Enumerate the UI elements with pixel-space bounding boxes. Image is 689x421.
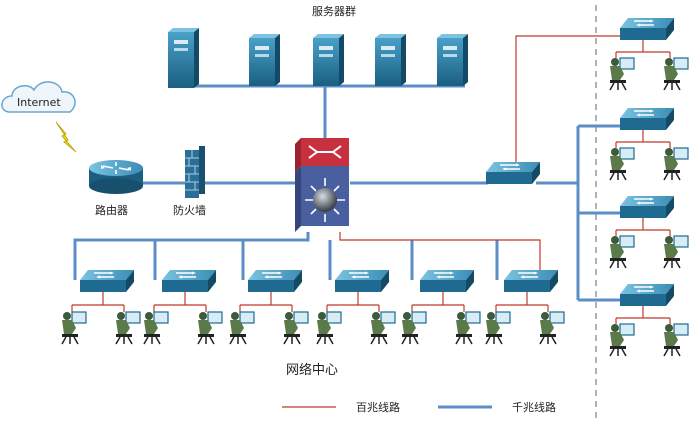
workstation-icon — [229, 311, 255, 345]
switch-icon — [620, 18, 674, 40]
router-label: 路由器 — [95, 203, 128, 217]
workstation-icon — [609, 147, 635, 181]
server-icon — [437, 34, 468, 86]
workstation-icon — [370, 311, 396, 345]
workstation-icon — [401, 311, 427, 345]
devices — [61, 18, 689, 357]
legend-gigabit-label: 千兆线路 — [512, 400, 556, 414]
server-icon — [168, 28, 199, 88]
network-center-label: 网络中心 — [286, 362, 338, 378]
workstation-icon — [609, 235, 635, 269]
switch-icon — [248, 270, 302, 292]
lightning-icon — [55, 121, 77, 153]
server-icon — [313, 34, 344, 86]
workstation-icon — [197, 311, 223, 345]
workstation-icon — [115, 311, 141, 345]
switch-icon — [620, 196, 674, 218]
cloud-icon — [1, 81, 76, 113]
workstation-icon — [539, 311, 565, 345]
server-icon — [249, 34, 280, 86]
workstation-icon — [283, 311, 309, 345]
legend-hundred-label: 百兆线路 — [356, 400, 400, 414]
firewall-label: 防火墙 — [173, 203, 206, 217]
switch-icon — [620, 284, 674, 306]
switch-icon — [162, 270, 216, 292]
server-icon — [375, 34, 406, 86]
workstation-icon — [61, 311, 87, 345]
switch-icon — [504, 270, 558, 292]
workstation-icon — [663, 323, 689, 357]
workstation-icon — [609, 57, 635, 91]
workstation-icon — [316, 311, 342, 345]
workstation-icon — [609, 323, 635, 357]
workstation-icon — [143, 311, 169, 345]
workstation-icon — [485, 311, 511, 345]
router-icon — [89, 160, 143, 194]
switch-icon — [420, 270, 474, 292]
switch-icon — [486, 162, 540, 184]
core-switch-icon — [295, 138, 349, 232]
switch-icon — [335, 270, 389, 292]
hundred-link — [339, 232, 541, 270]
hundred-link — [515, 35, 620, 168]
workstation-icon — [663, 235, 689, 269]
internet-label: Internet — [17, 96, 61, 109]
switch-icon — [80, 270, 134, 292]
server-group-label: 服务器群 — [312, 4, 356, 18]
workstation-icon — [663, 57, 689, 91]
firewall-icon — [185, 146, 205, 198]
workstation-icon — [663, 147, 689, 181]
switch-icon — [620, 108, 674, 130]
workstation-icon — [455, 311, 481, 345]
hundred-mbps-lines — [71, 35, 671, 324]
